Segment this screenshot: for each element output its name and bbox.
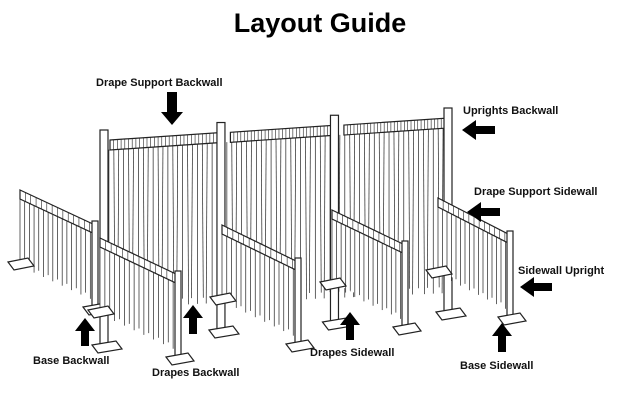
drape-fold (191, 144, 193, 299)
arrow-up-icon (183, 305, 203, 334)
sidewall-upright (294, 257, 302, 345)
sidewalls (6, 189, 528, 366)
base-sidewall (391, 322, 423, 336)
drape-fold (408, 130, 411, 289)
arrow-up-icon (75, 318, 95, 346)
drape-fold (323, 135, 326, 299)
label-sidewall-upright: Sidewall Upright (518, 265, 605, 277)
arrow-left-icon (467, 202, 500, 222)
drape-fold (412, 130, 414, 295)
sidewall-upright (174, 270, 182, 358)
label-base-backwall: Base Backwall (33, 355, 109, 367)
base-sidewall (284, 339, 316, 353)
label-base-sidewall: Base Sidewall (460, 360, 533, 372)
label-drapes-backwall: Drapes Backwall (152, 367, 239, 379)
sidewall-upright (506, 230, 514, 318)
label-drapes-sidewall: Drapes Sidewall (310, 347, 394, 359)
base-plate (90, 340, 124, 354)
label-uprights-backwall: Uprights Backwall (463, 105, 558, 117)
drape-fold (305, 137, 307, 300)
base-plate (318, 277, 348, 291)
sidewall-upright (401, 240, 409, 328)
base-plate (434, 307, 468, 321)
drape-fold (319, 136, 322, 293)
arrow-up-icon (492, 323, 512, 352)
arrow-down-icon (161, 92, 183, 125)
label-drape-support-sidewall: Drape Support Sidewall (474, 186, 597, 198)
arrows (75, 92, 552, 352)
diagram-title: Layout Guide (234, 8, 407, 38)
drape-fold (201, 143, 204, 298)
label-drape-support-backwall: Drape Support Backwall (96, 77, 223, 89)
base-plate (6, 257, 36, 271)
drape-fold (426, 129, 429, 288)
arrow-left-icon (462, 120, 495, 140)
drape-fold (309, 136, 311, 294)
arrow-left-icon (520, 277, 552, 297)
drape-fold (205, 143, 208, 304)
base-plate (208, 292, 238, 306)
base-sidewall (496, 312, 528, 326)
arrow-up-icon (340, 312, 360, 340)
base-sidewall (164, 352, 196, 366)
base-plate (207, 325, 241, 339)
base-plate (86, 305, 116, 319)
base-plate (424, 265, 454, 279)
drape-fold (423, 129, 425, 295)
sidewall-upright (91, 220, 99, 308)
drape-fold (187, 144, 189, 305)
